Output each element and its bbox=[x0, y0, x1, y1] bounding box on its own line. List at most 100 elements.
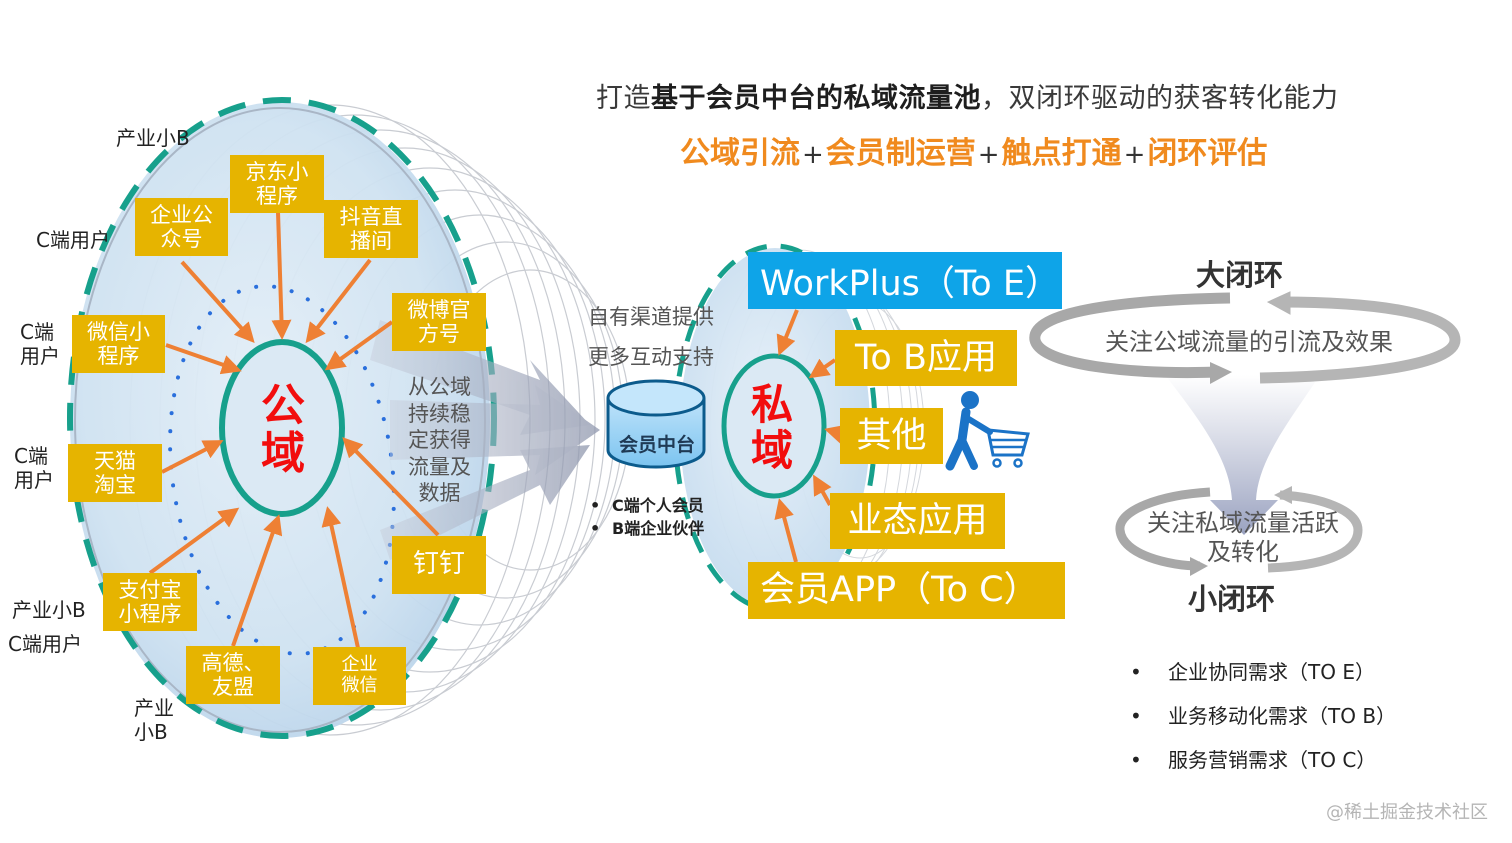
channel-member-app[interactable]: 会员APP（To C） bbox=[748, 562, 1065, 619]
channel-other[interactable]: 其他 bbox=[840, 408, 943, 464]
public-domain-label: 公域 bbox=[258, 380, 308, 480]
channel-label: 小程序 bbox=[118, 602, 182, 626]
big-loop-description: 关注公域流量的引流及效果 bbox=[1105, 328, 1393, 356]
member-center-note-line: 自有渠道提供 bbox=[588, 305, 714, 329]
title-part: 打造 bbox=[596, 83, 651, 114]
side-label-line: C端 bbox=[14, 444, 48, 468]
subtitle-separator: + bbox=[802, 140, 824, 170]
side-label-line: 产业 bbox=[134, 696, 174, 720]
demand-item: •企业协同需求（TO E） bbox=[1130, 656, 1375, 685]
channel-workplus[interactable]: WorkPlus（To E） bbox=[748, 252, 1062, 309]
private-domain-core-ring bbox=[721, 353, 827, 499]
person-with-cart-icon bbox=[945, 391, 1030, 471]
channel-alipay-mini-program[interactable]: 支付宝小程序 bbox=[103, 573, 197, 631]
bullet: • bbox=[590, 496, 601, 515]
small-loop-title: 小闭环 bbox=[1188, 582, 1276, 616]
private-channel-arrows bbox=[774, 309, 847, 563]
subtitle-item: 闭环评估 bbox=[1147, 136, 1268, 171]
small-loop-arrowhead-right bbox=[1190, 557, 1208, 576]
member-type-label: B端企业伙伴 bbox=[612, 519, 705, 538]
channel-amap-umeng[interactable]: 高德、友盟 bbox=[186, 646, 280, 704]
bullet: • bbox=[590, 519, 601, 538]
bullet: • bbox=[1130, 704, 1142, 728]
side-label-line: 小B bbox=[134, 720, 168, 744]
channel-label: 京东小 bbox=[245, 159, 309, 184]
demand-label: 服务营销需求（TO C） bbox=[1168, 748, 1377, 772]
demand-item: • 服务营销需求（TO C） bbox=[1130, 744, 1376, 773]
side-label-b-mid: 产业小B bbox=[12, 598, 86, 622]
channel-business-apps[interactable]: 业态应用 bbox=[830, 493, 1005, 549]
channel-weibo-official[interactable]: 微博官方号 bbox=[392, 293, 486, 351]
side-label-c-3: C端用户 bbox=[14, 444, 54, 492]
member-type-item: •C端个人会员 bbox=[590, 494, 704, 517]
channel-label: 抖音直 bbox=[339, 204, 403, 229]
channel-label: 天猫 bbox=[94, 448, 136, 473]
member-center-database-icon bbox=[606, 379, 706, 469]
public-channel-arrows bbox=[148, 211, 440, 649]
channel-label: 众号 bbox=[160, 227, 203, 251]
channel-dingtalk[interactable]: 钉钉 bbox=[392, 536, 486, 594]
title-part-bold: 基于会员中台的私域流量池 bbox=[651, 83, 981, 114]
channel-tob-apps[interactable]: To B应用 bbox=[835, 330, 1017, 386]
bullet: • bbox=[1130, 660, 1142, 684]
channel-label: 微信 bbox=[341, 675, 378, 696]
channel-label: 程序 bbox=[97, 344, 140, 368]
bullet: • bbox=[1130, 748, 1142, 772]
small-loop-description-line: 及转化 bbox=[1207, 538, 1279, 566]
side-label-line: 用户 bbox=[20, 344, 60, 368]
side-label-b-bottom: 产业小B bbox=[134, 696, 174, 744]
channel-douyin-live[interactable]: 抖音直播间 bbox=[324, 200, 418, 258]
channel-label: 微信小 bbox=[87, 319, 150, 344]
subtitle-item: 触点打通 bbox=[1001, 136, 1122, 171]
channel-jd-mini-program[interactable]: 京东小程序 bbox=[230, 155, 324, 213]
member-center-label: 会员中台 bbox=[618, 434, 695, 456]
side-label-b-top: 产业小B bbox=[116, 126, 190, 150]
big-loop-arrowhead-right bbox=[1210, 362, 1232, 384]
channel-label: 企业公 bbox=[150, 202, 213, 227]
small-loop-ring bbox=[1115, 486, 1363, 576]
side-label-c-2: C端用户 bbox=[20, 320, 60, 368]
flow-note-line: 从公域 bbox=[408, 375, 471, 399]
channel-label: 播间 bbox=[350, 229, 392, 253]
flow-note-line: 定获得 bbox=[408, 428, 471, 452]
page-title: 打造基于会员中台的私域流量池，双闭环驱动的获客转化能力 bbox=[596, 76, 1339, 115]
channel-wecom[interactable]: 企业微信 bbox=[313, 647, 406, 705]
small-loop-description-line: 关注私域流量活跃 bbox=[1147, 509, 1339, 537]
channel-label: 程序 bbox=[256, 184, 298, 208]
channel-label: 微博官 bbox=[407, 297, 471, 322]
big-loop-arrowhead-left bbox=[1266, 291, 1291, 315]
title-part: ，双闭环驱动的获客转化能力 bbox=[981, 83, 1339, 114]
demand-label: 业务移动化需求（TO B） bbox=[1168, 704, 1397, 728]
flow-note-line: 流量及 bbox=[408, 454, 471, 479]
side-label-c-1: C端用户 bbox=[36, 228, 110, 252]
watermark: @稀土掘金技术社区 bbox=[1326, 802, 1488, 823]
channel-wechat-official-account[interactable]: 企业公众号 bbox=[135, 198, 228, 256]
public-domain-label-text: 公域 bbox=[261, 380, 305, 480]
subtitle-separator: + bbox=[977, 140, 1000, 170]
member-center-note-line: 更多互动支持 bbox=[588, 345, 714, 369]
big-loop-title: 大闭环 bbox=[1196, 258, 1284, 292]
channel-label: 方号 bbox=[418, 322, 460, 346]
channel-label: 高德、 bbox=[201, 650, 265, 675]
flow-note-line: 持续稳 bbox=[408, 401, 471, 426]
member-center-note: 自有渠道提供 更多互动支持 bbox=[588, 297, 714, 377]
channel-label: 企业 bbox=[341, 654, 378, 676]
channel-label: 淘宝 bbox=[94, 473, 136, 497]
small-loop-arrowhead-left bbox=[1274, 486, 1292, 504]
demand-item: • 业务移动化需求（TO B） bbox=[1130, 700, 1396, 729]
private-domain-label: 私域 bbox=[748, 381, 796, 474]
side-label-line: C端 bbox=[20, 320, 54, 344]
member-type-item: • B端企业伙伴 bbox=[590, 517, 704, 540]
public-flow-note: 从公域 持续稳 定获得 流量及 数据 bbox=[408, 374, 471, 507]
channel-wechat-mini-program[interactable]: 微信小程序 bbox=[72, 315, 165, 373]
channel-tmall-taobao[interactable]: 天猫淘宝 bbox=[68, 444, 162, 502]
channel-label: 钉钉 bbox=[412, 549, 465, 580]
subtitle-item: 会员制运营 bbox=[825, 136, 976, 171]
big-loop-ring bbox=[1029, 291, 1461, 384]
channel-label: 支付宝 bbox=[118, 577, 182, 602]
page-subtitle: 公域引流+会员制运营+触点打通+闭环评估 bbox=[680, 128, 1267, 172]
subtitle-separator: + bbox=[1123, 140, 1146, 170]
small-loop-description: 关注私域流量活跃 及转化 bbox=[1138, 509, 1348, 567]
side-label-line: 用户 bbox=[14, 468, 54, 492]
side-label-c-4: C端用户 bbox=[8, 632, 82, 656]
